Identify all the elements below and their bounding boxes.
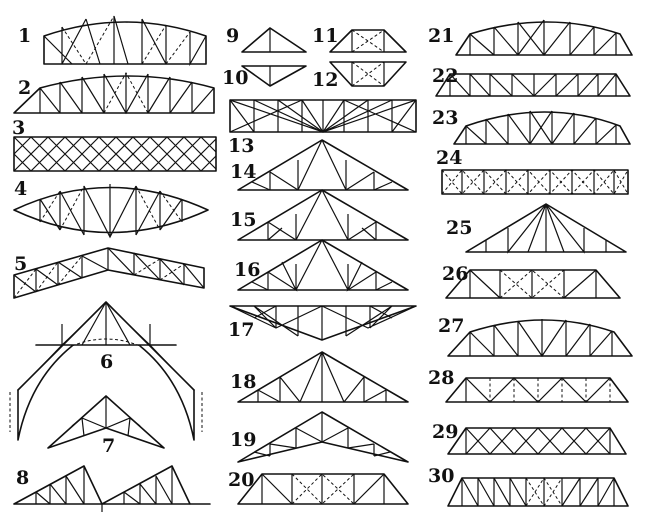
truss-17 xyxy=(229,305,417,341)
truss-19 xyxy=(237,411,409,463)
label-29: 29 xyxy=(432,421,458,443)
truss-9 xyxy=(241,27,307,53)
label-6: 6 xyxy=(100,351,113,373)
truss-12 xyxy=(329,61,407,87)
label-20: 20 xyxy=(228,469,254,491)
truss-6 xyxy=(9,301,203,441)
truss-11 xyxy=(329,29,407,53)
truss-2 xyxy=(13,71,215,115)
truss-1 xyxy=(43,15,207,67)
label-10: 10 xyxy=(222,67,248,89)
label-28: 28 xyxy=(428,367,454,389)
label-25: 25 xyxy=(446,217,472,239)
label-27: 27 xyxy=(438,315,464,337)
label-15: 15 xyxy=(230,209,256,231)
truss-18 xyxy=(237,351,409,403)
label-8: 8 xyxy=(16,467,29,489)
label-5: 5 xyxy=(14,253,27,275)
label-12: 12 xyxy=(312,69,338,91)
truss-29 xyxy=(447,427,627,455)
label-4: 4 xyxy=(14,178,27,200)
truss-20 xyxy=(237,473,409,505)
label-2: 2 xyxy=(18,77,31,99)
label-21: 21 xyxy=(428,25,454,47)
truss-3 xyxy=(13,136,217,172)
truss-13 xyxy=(229,99,417,134)
label-16: 16 xyxy=(234,259,260,281)
label-26: 26 xyxy=(442,263,468,285)
label-17: 17 xyxy=(228,319,254,341)
label-14: 14 xyxy=(230,161,256,183)
truss-25 xyxy=(465,203,627,254)
truss-24 xyxy=(441,169,629,195)
truss-8 xyxy=(13,465,211,512)
truss-23 xyxy=(453,110,631,145)
label-7: 7 xyxy=(102,435,115,457)
truss-7 xyxy=(47,395,165,449)
label-30: 30 xyxy=(428,465,454,487)
label-22: 22 xyxy=(432,65,458,87)
label-18: 18 xyxy=(230,371,256,393)
label-1: 1 xyxy=(18,25,31,47)
truss-28 xyxy=(445,377,629,403)
truss-10 xyxy=(241,65,307,87)
truss-5 xyxy=(13,247,205,299)
label-13: 13 xyxy=(228,135,254,157)
label-19: 19 xyxy=(230,429,256,451)
truss-21 xyxy=(455,19,633,56)
truss-27 xyxy=(447,319,633,358)
label-9: 9 xyxy=(226,25,239,47)
truss-22 xyxy=(435,73,631,97)
label-24: 24 xyxy=(436,147,462,169)
truss-4 xyxy=(13,184,209,239)
label-3: 3 xyxy=(12,117,25,139)
label-23: 23 xyxy=(432,107,458,129)
truss-14 xyxy=(237,139,409,191)
truss-16 xyxy=(237,239,409,292)
truss-26 xyxy=(445,269,621,299)
label-11: 11 xyxy=(312,25,338,47)
truss-30 xyxy=(447,477,629,507)
truss-15 xyxy=(237,189,409,241)
